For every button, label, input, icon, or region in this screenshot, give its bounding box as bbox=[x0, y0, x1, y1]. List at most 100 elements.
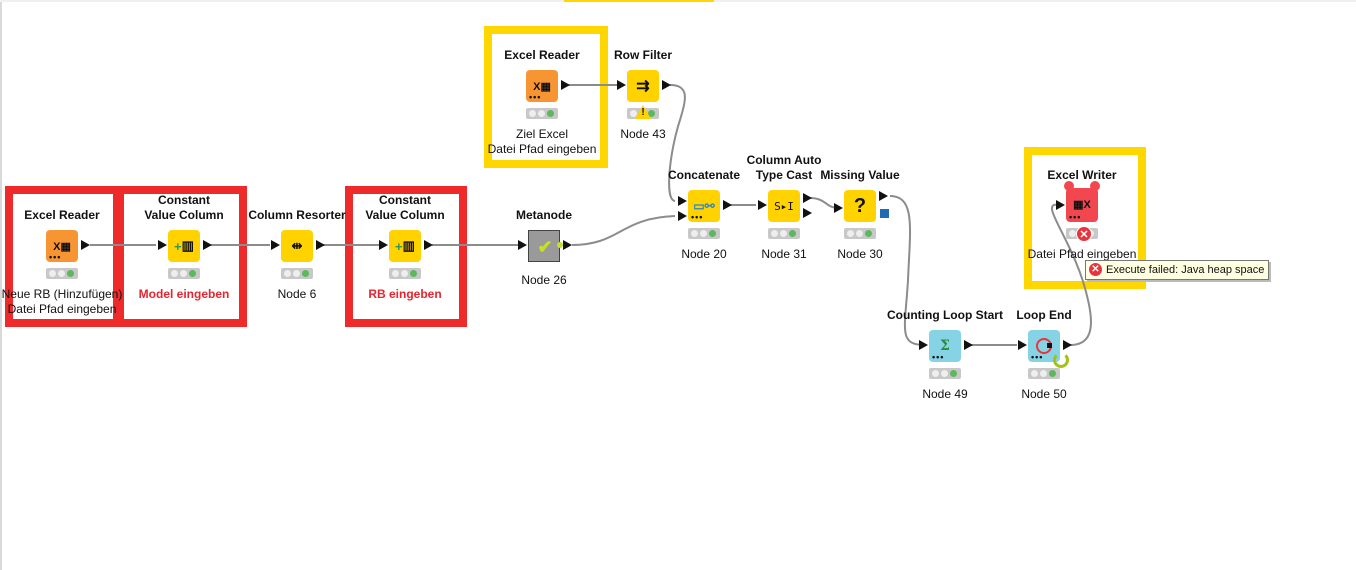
config-dots-icon: ••• bbox=[932, 352, 945, 362]
node-title: Row Filter bbox=[613, 48, 672, 62]
config-dots-icon: ••• bbox=[1031, 352, 1044, 362]
input-port[interactable] bbox=[758, 200, 767, 210]
input-port[interactable] bbox=[617, 80, 626, 90]
constant-value-icon[interactable]: +▥ bbox=[168, 230, 200, 262]
node-title: Constant bbox=[379, 193, 431, 207]
selection-indicator bbox=[564, 0, 714, 2]
sigma-glyph: Σ bbox=[940, 338, 950, 354]
model-output-port[interactable] bbox=[880, 209, 889, 218]
input-port[interactable] bbox=[678, 196, 687, 206]
node-title: Type Cast bbox=[755, 168, 813, 182]
node-label: Ziel Excel bbox=[515, 127, 568, 141]
config-dots-icon: ••• bbox=[691, 212, 704, 222]
node-label: Node 30 bbox=[837, 247, 883, 261]
config-dots-icon: ••• bbox=[49, 252, 62, 262]
row-filter-icon[interactable]: ⇉ bbox=[627, 70, 659, 102]
output-port[interactable] bbox=[879, 191, 888, 201]
type-cast-glyph: S▸I bbox=[774, 199, 794, 213]
node-label: Model eingeben bbox=[138, 287, 230, 301]
node-title: Constant bbox=[158, 193, 210, 207]
excel-glyph: X▦ bbox=[533, 80, 551, 93]
status-traffic-light bbox=[281, 268, 313, 279]
status-traffic-light bbox=[688, 228, 720, 239]
filter-arrows-glyph: ⇉ bbox=[636, 78, 650, 95]
output-port[interactable] bbox=[563, 240, 572, 250]
node-label: Node 50 bbox=[1021, 387, 1067, 401]
type-cast-icon[interactable]: S▸I bbox=[768, 190, 800, 222]
node-label: Node 49 bbox=[922, 387, 968, 401]
flow-variable-port[interactable] bbox=[557, 242, 563, 248]
node-title: Excel Reader bbox=[24, 208, 100, 222]
input-port[interactable] bbox=[678, 211, 687, 221]
node-label: Node 26 bbox=[521, 273, 567, 287]
node-label: Datei Pfad eingeben bbox=[1027, 247, 1137, 261]
concatenate-icon[interactable]: ▭⚯ ••• bbox=[688, 190, 720, 222]
output-port[interactable] bbox=[803, 208, 812, 218]
node-title: Column Resorter bbox=[248, 208, 346, 222]
node-title: Column Auto bbox=[746, 153, 822, 167]
node-label: Datei Pfad eingeben bbox=[7, 302, 117, 316]
config-dots-icon: ••• bbox=[1069, 212, 1082, 222]
loop-refresh-icon bbox=[1053, 352, 1069, 368]
output-port[interactable] bbox=[81, 240, 90, 250]
node-title: Missing Value bbox=[820, 168, 900, 182]
missing-value-icon[interactable]: ? bbox=[844, 190, 876, 222]
excel-writer-icon[interactable]: ▦X ••• bbox=[1066, 188, 1098, 222]
node-title: Value Column bbox=[365, 208, 445, 222]
output-port[interactable] bbox=[203, 240, 212, 250]
node-title: Value Column bbox=[144, 208, 224, 222]
input-port[interactable] bbox=[271, 240, 280, 250]
warning-mark: ! bbox=[641, 107, 645, 118]
input-port[interactable] bbox=[1056, 200, 1065, 210]
metanode-icon[interactable]: ✔ bbox=[528, 230, 560, 262]
variable-port[interactable] bbox=[1090, 181, 1100, 191]
node-title: Counting Loop Start bbox=[887, 308, 1003, 322]
error-tooltip: ✕ Execute failed: Java heap space bbox=[1085, 260, 1270, 280]
node-label: Neue RB (Hinzufügen) bbox=[1, 287, 123, 301]
input-port[interactable] bbox=[379, 240, 388, 250]
checkmark-icon: ✔ bbox=[537, 236, 553, 257]
node-label: Node 31 bbox=[761, 247, 807, 261]
input-port[interactable] bbox=[518, 240, 527, 250]
output-port[interactable] bbox=[964, 340, 973, 350]
status-traffic-light bbox=[526, 108, 558, 119]
status-traffic-light bbox=[46, 268, 78, 279]
output-port[interactable] bbox=[662, 80, 671, 90]
column-add-glyph: +▥ bbox=[395, 238, 415, 254]
node-label: Node 43 bbox=[620, 127, 666, 141]
node-title: Excel Reader bbox=[504, 48, 580, 62]
node-label: Datei Pfad eingeben bbox=[487, 142, 597, 156]
column-resorter-icon[interactable]: ⇹ bbox=[281, 230, 313, 262]
node-title: Excel Writer bbox=[1047, 168, 1117, 182]
output-port[interactable] bbox=[1063, 340, 1072, 350]
node-title: Metanode bbox=[515, 208, 572, 222]
excel-reader-icon[interactable]: X▦ ••• bbox=[46, 230, 78, 262]
input-port[interactable] bbox=[158, 240, 167, 250]
connection-wire[interactable] bbox=[889, 195, 926, 346]
status-traffic-light bbox=[844, 228, 876, 239]
tooltip-text: Execute failed: Java heap space bbox=[1106, 264, 1265, 276]
output-port[interactable] bbox=[803, 193, 812, 203]
input-port[interactable] bbox=[834, 203, 843, 213]
excel-glyph: X▦ bbox=[53, 240, 71, 253]
node-label: Node 20 bbox=[681, 247, 727, 261]
error-icon[interactable]: ✕ bbox=[1076, 226, 1092, 242]
output-port[interactable] bbox=[424, 240, 433, 250]
status-traffic-light bbox=[1028, 368, 1060, 379]
output-port[interactable] bbox=[316, 240, 325, 250]
input-port[interactable] bbox=[1018, 340, 1027, 350]
connection-wire[interactable] bbox=[668, 84, 686, 202]
error-icon: ✕ bbox=[1088, 262, 1103, 277]
output-port[interactable] bbox=[723, 200, 732, 210]
connection-wire[interactable] bbox=[571, 215, 676, 246]
excel-glyph: ▦X bbox=[1073, 198, 1091, 211]
variable-port[interactable] bbox=[1064, 181, 1074, 191]
link-glyph: ▭⚯ bbox=[693, 199, 715, 213]
input-port[interactable] bbox=[919, 340, 928, 350]
output-port[interactable] bbox=[561, 80, 570, 90]
constant-value-icon[interactable]: +▥ bbox=[389, 230, 421, 262]
connection-wire[interactable] bbox=[1051, 203, 1092, 346]
excel-reader-icon[interactable]: X▦ ••• bbox=[526, 70, 558, 102]
loop-start-icon[interactable]: Σ ••• bbox=[929, 330, 961, 362]
warning-icon[interactable] bbox=[635, 105, 651, 119]
